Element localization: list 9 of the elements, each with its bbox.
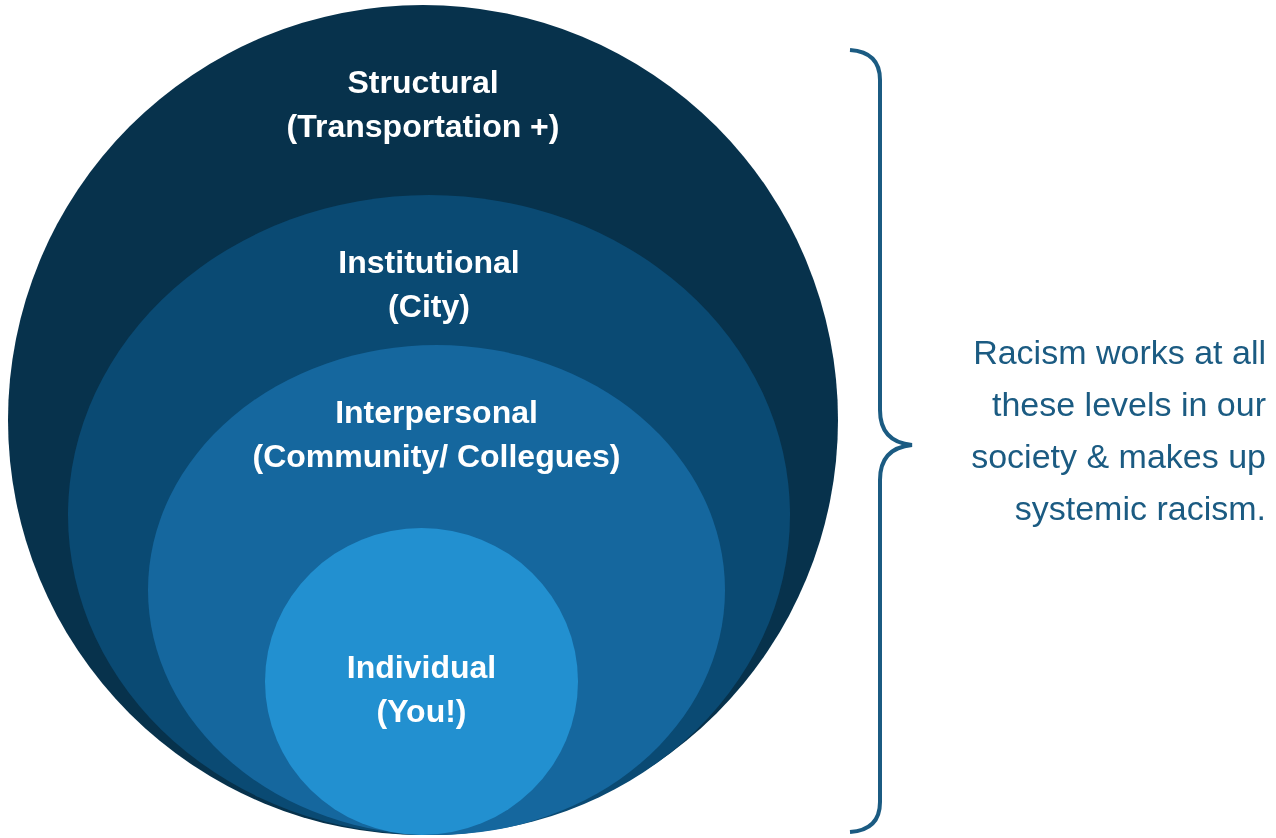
level-subtitle: (City) bbox=[388, 287, 470, 326]
level-title: Structural bbox=[347, 63, 499, 102]
note-text: Racism works at all these levels in our society & makes up systemic racism. bbox=[970, 332, 1266, 529]
level-title: Institutional bbox=[338, 243, 520, 282]
level-title: Interpersonal bbox=[335, 393, 538, 432]
level-subtitle: (Community/ Collegues) bbox=[252, 437, 621, 476]
level-subtitle: (You!) bbox=[376, 692, 467, 731]
level-subtitle: (Transportation +) bbox=[286, 107, 560, 146]
level-title: Individual bbox=[346, 648, 497, 687]
